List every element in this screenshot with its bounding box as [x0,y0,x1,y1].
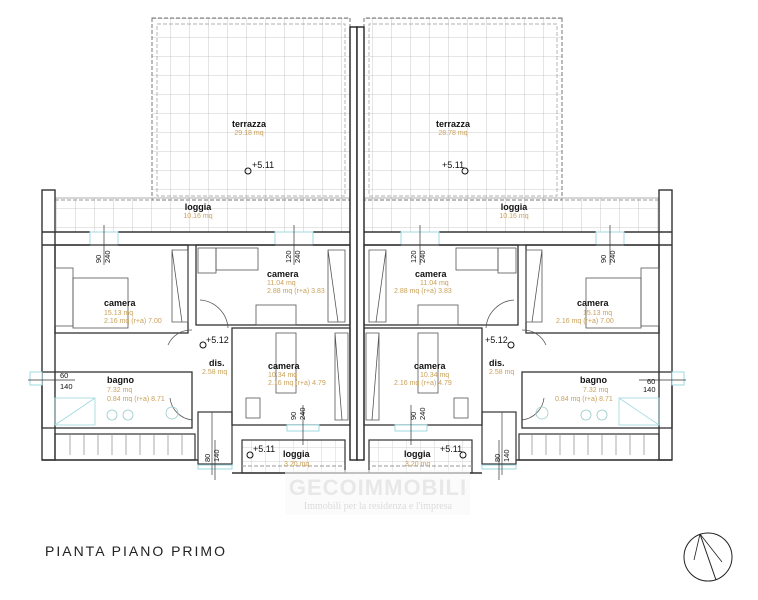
window-dim: 80 [203,454,212,462]
window-dim: 240 [293,250,302,263]
room-area: 2.58 mq [202,369,227,376]
room-area: 10.16 mq [499,213,528,220]
level-marker-icon [461,167,469,175]
room-name: loggia [185,202,212,212]
level: +5.11 [442,160,464,170]
level: +5.11 [440,444,462,454]
window-dim: 240 [418,250,427,263]
room-name: terrazza [436,119,471,129]
room-name: camera [268,361,301,371]
room-area: 15.13 mq [583,310,612,317]
room-extra: 2.16 mq (r+a) 4.79 [268,380,326,387]
room-name: bagno [580,375,607,385]
room-name: dis. [209,358,225,368]
level-marker-icon [459,451,467,459]
window-dim: 120 [284,250,293,263]
room-area: 10.34 mq [420,372,449,379]
level-marker-icon [199,341,207,349]
north-arrow-icon [683,532,733,582]
window-dim: 90 [94,255,103,263]
room-name: camera [267,269,300,279]
watermark-brand: GECOIMMOBILI [289,475,467,500]
room-name: terrazza [232,119,267,129]
room-extra: 2.16 mq (r+a) 7.00 [104,318,162,325]
room-name: loggia [283,449,310,459]
room-extra: 0.84 mq (r+a) 8.71 [107,396,165,403]
level-marker-icon [244,167,252,175]
room-area: 7.32 mq [583,387,608,394]
room-name: loggia [404,449,431,459]
room-area: 10.34 mq [268,372,297,379]
watermark: GECOIMMOBILI Immobili per la residenza e… [285,470,470,515]
room-name: loggia [501,202,528,212]
room-extra: 0.84 mq (r+a) 8.71 [555,396,613,403]
room-area: 11.04 mq [267,280,296,287]
room-extra: 2.88 mq (r+a) 3.83 [394,288,452,295]
level: +5.11 [253,444,275,454]
window-dim: 60 [60,371,68,380]
room-area: 15.13 mq [104,310,133,317]
window-dim: 80 [493,454,502,462]
window-dim: 140 [502,449,511,462]
left-unit-labels: terrazza 29.18 mq +5.11 loggia 10.16 mq … [60,119,326,468]
window-dim: 120 [409,250,418,263]
level-marker-icon [507,341,515,349]
right-unit-plan [356,17,687,481]
window-dim: 240 [103,250,112,263]
window-dim: 90 [599,255,608,263]
watermark-tagline: Immobili per la residenza e l'impresa [304,501,453,512]
room-area: 2.58 mq [489,369,514,376]
window-dim: 240 [418,407,427,420]
level: +5.11 [252,160,274,170]
room-extra: 2.16 mq (r+a) 4.79 [394,380,452,387]
window-dim: 140 [643,385,656,394]
room-area: 29.18 mq [234,130,263,137]
room-extra: 2.88 mq (r+a) 3.83 [267,288,325,295]
window-dim: 90 [289,412,298,420]
room-area: 3.20 mq [284,461,309,468]
room-name: camera [577,298,610,308]
room-name: bagno [107,375,134,385]
right-unit-labels: terrazza 28.78 mq +5.11 loggia 10.16 mq … [394,119,656,468]
room-area: 28.78 mq [438,130,467,137]
room-name: camera [104,298,137,308]
level-marker-icon [246,451,254,459]
drawing-title: PIANTA PIANO PRIMO [45,543,227,559]
window-dim: 140 [212,449,221,462]
room-name: camera [415,269,448,279]
room-name: camera [414,361,447,371]
level: +5.12 [206,335,229,345]
window-dim: 240 [298,407,307,420]
room-area: 7.32 mq [107,387,132,394]
window-dim: 90 [409,412,418,420]
window-dim: 60 [647,377,655,386]
window-dim: 140 [60,382,73,391]
room-area: 3.20 mq [405,461,430,468]
level: +5.12 [485,335,508,345]
room-area: 10.16 mq [183,213,212,220]
window-dim: 240 [608,250,617,263]
room-area: 11.04 mq [420,280,449,287]
room-name: dis. [489,358,505,368]
left-unit-plan [27,17,358,481]
room-extra: 2.16 mq (r+a) 7.00 [556,318,614,325]
